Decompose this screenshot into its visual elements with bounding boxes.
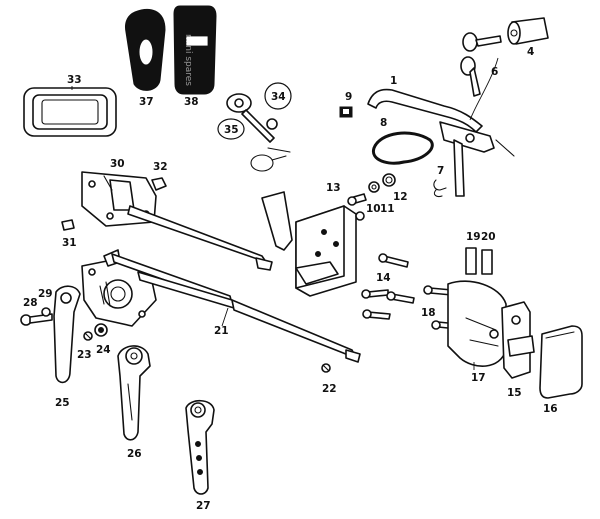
label-22: 22	[322, 383, 337, 395]
part-31-screw	[61, 219, 75, 231]
part-35-lever	[226, 93, 291, 172]
part-37-gasket	[125, 8, 166, 91]
label-38: 38	[184, 96, 199, 108]
callout-34	[264, 82, 292, 110]
part-12-washer	[382, 173, 396, 187]
part-15-striker	[501, 301, 535, 379]
label-37: 37	[139, 96, 154, 108]
label-34: 34	[271, 91, 286, 103]
label-28: 28	[23, 297, 38, 309]
part-20-block	[481, 249, 493, 275]
part-7-clip	[433, 179, 447, 198]
part-26-winder-handle	[117, 345, 151, 441]
label-13: 13	[326, 182, 341, 194]
callout-35	[217, 118, 245, 140]
part-17-striker-plate	[447, 280, 507, 367]
part-29-remote-mechanism	[81, 249, 157, 327]
part-27-winder-arm	[185, 399, 215, 495]
part-1-door-handle	[367, 88, 515, 197]
label-30: 30	[110, 158, 125, 170]
label-16: 16	[543, 403, 558, 415]
label-31: 31	[62, 237, 77, 249]
watermark-text: mini spares	[183, 34, 193, 86]
label-6: 6	[491, 66, 498, 78]
part-14-screws	[361, 253, 415, 320]
label-27: 27	[196, 500, 211, 512]
part-11-washer	[368, 181, 380, 193]
label-29: 29	[38, 288, 53, 300]
label-20: 20	[481, 231, 496, 243]
label-9: 9	[345, 91, 352, 103]
label-1: 1	[390, 75, 397, 87]
part-33-escutcheon	[23, 87, 117, 137]
label-23: 23	[77, 349, 92, 361]
label-25: 25	[55, 397, 70, 409]
label-19: 19	[466, 231, 481, 243]
part-16-buffer	[539, 325, 583, 399]
label-32: 32	[153, 161, 168, 173]
label-18: 18	[421, 307, 436, 319]
part-19-block	[465, 247, 477, 275]
label-12: 12	[393, 191, 408, 203]
label-14: 14	[376, 272, 391, 284]
part-24-washer	[94, 323, 108, 337]
part-32-nut	[151, 177, 167, 191]
label-7: 7	[437, 165, 444, 177]
label-26: 26	[127, 448, 142, 460]
part-8-seal	[371, 131, 434, 165]
part-38-gasket: mini spares	[173, 5, 217, 95]
part-21-control-rod	[111, 253, 361, 363]
part-10-screw	[347, 193, 367, 206]
label-11: 11	[380, 203, 395, 215]
part-6-keys	[460, 32, 502, 97]
part-13-lock-body	[261, 191, 357, 297]
label-17: 17	[471, 372, 486, 384]
label-15: 15	[507, 387, 522, 399]
part-25-interior-handle	[53, 285, 81, 384]
part-30-lock-mechanism	[81, 171, 273, 271]
part-9-nut	[339, 106, 353, 118]
part-22-screw	[321, 363, 331, 373]
label-21: 21	[214, 325, 229, 337]
label-33: 33	[67, 74, 82, 86]
label-35: 35	[224, 124, 239, 136]
part-4-lock-barrel	[507, 17, 549, 45]
label-10: 10	[366, 203, 381, 215]
label-24: 24	[96, 344, 111, 356]
label-8: 8	[380, 117, 387, 129]
part-23-screw	[83, 331, 93, 341]
label-4: 4	[527, 46, 534, 58]
